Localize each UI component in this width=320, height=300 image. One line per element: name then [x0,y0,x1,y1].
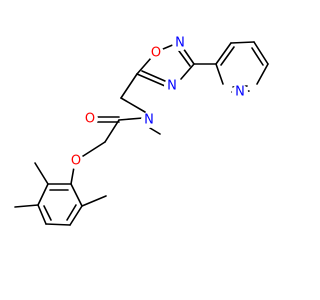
bond-oxadiazole-c5-o1 [136,57,152,75]
atom-n-oxadiazole-top: N [175,36,185,51]
atom-o-carbonyl: O [85,112,95,127]
bond-pyridine-c4-c5-double [251,47,264,66]
bond-pyridine-c5-c6 [256,63,269,85]
bond-pyridine-c2-c3 [215,42,232,65]
bonds [14,41,269,226]
bond-o-ether-aryl [70,166,75,185]
bond-methyl-ortho-right [81,195,107,207]
atom-o-ether: O [71,154,81,169]
bond-pyridine-c4-c5 [253,41,269,65]
atom-n-amide: N [144,113,154,128]
bond-aryl-c3-c4-double [43,205,52,221]
atom-n-oxadiazole-bottom: N [167,79,177,94]
bond-oxadiazole-n4-c5 [136,73,166,87]
bond-aryl-c4-c5 [45,223,71,226]
bond-ch2-oxadiazole [120,73,138,99]
atom-o-oxadiazole: O [151,46,161,61]
bond-aryl-c2-c3 [37,183,49,206]
bond-pyridine-c3-c4 [230,41,255,44]
bond-carbonyl-ch2 [104,119,120,143]
bond-ch2-o-ether [79,141,106,159]
bond-oxadiazole-c3-n4 [180,63,195,80]
bond-pyridine-n-c2 [215,63,224,85]
bond-n-ch2 [120,97,146,113]
bond-carbonyl-c-n [118,117,144,121]
atom-labels: O N O N N N O [68,35,248,169]
bond-oxadiazole-n2-c3-double [178,50,191,67]
bond-methyl-meta [14,204,39,208]
bond-oxadiazole-n2-c3 [182,47,195,65]
bond-aryl-c5-c6 [69,205,83,226]
bond-methyl-ortho-top [34,162,49,185]
bond-aryl-c5-c6-double [66,204,77,221]
bond-n-methyl [149,127,161,135]
bond-aryl-c6-c1 [70,183,83,207]
atom-n-pyridine: N [235,85,245,100]
bond-oxadiazole-n4-c5-double [141,70,166,82]
bond-aryl-c3-c4 [37,204,47,225]
molecule-diagram: O N O N N N O [14,35,269,226]
bond-pyridine-c2-c3-double [220,46,235,66]
